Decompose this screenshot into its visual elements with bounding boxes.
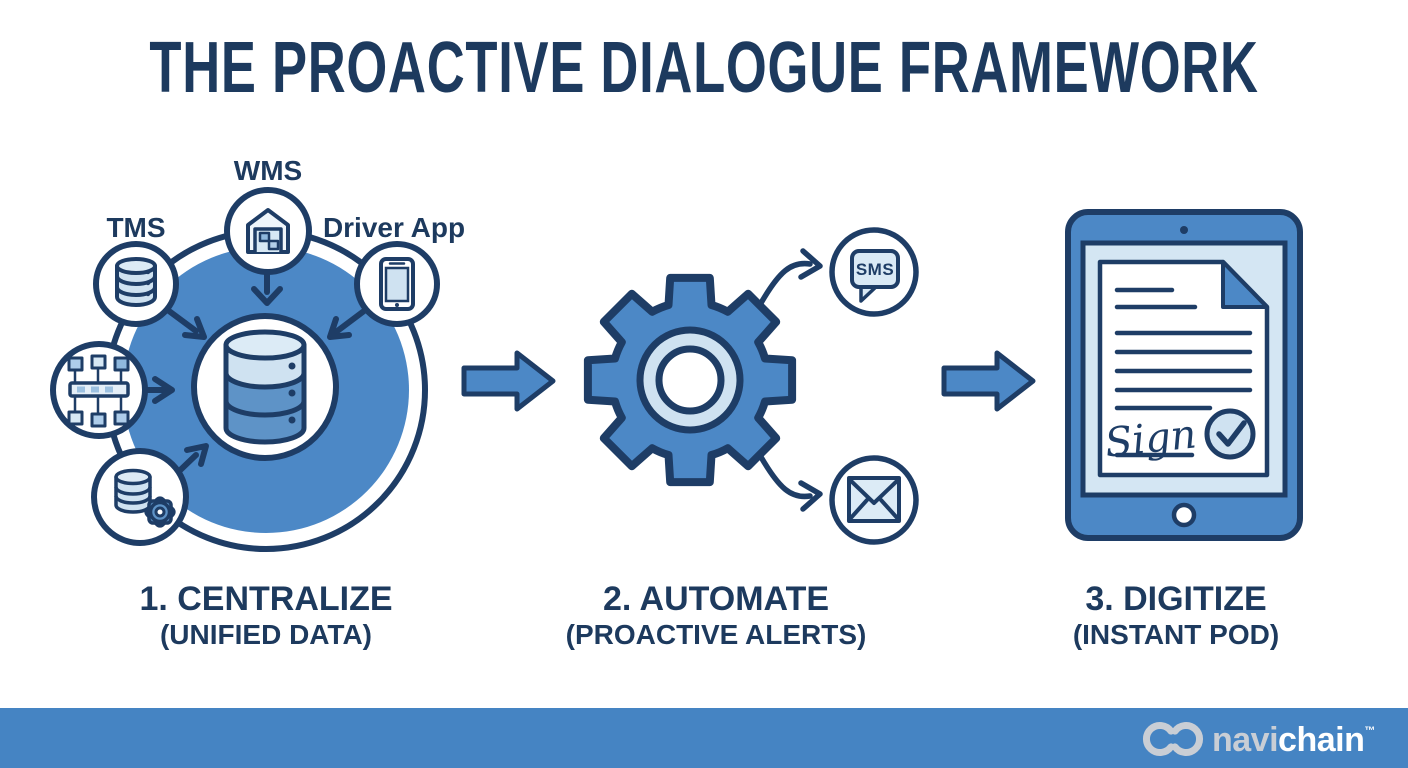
document-text-lines [1114, 287, 1253, 458]
flow-arrow-1 [461, 350, 556, 412]
wms-source: WMS [224, 155, 312, 275]
folded-corner [1221, 260, 1269, 309]
integration-source [50, 341, 148, 439]
driver-app-arrow-head [327, 316, 352, 340]
tablet-home-button [1171, 502, 1197, 528]
database-sync-source [91, 448, 189, 546]
central-database-icon [223, 329, 307, 445]
sms-message-icon: SMS [829, 227, 919, 317]
step1-sublabel: (UNIFIED DATA) [160, 619, 372, 650]
driver-app-phone-icon [379, 257, 415, 311]
step2-label: 2. AUTOMATE [603, 580, 829, 618]
driver-app-source: Driver App [323, 212, 465, 327]
centralize-section: TMS WMS Driver App [50, 155, 465, 552]
alert-arrows [758, 248, 823, 512]
gear-icon [583, 273, 797, 487]
signature-text: Sign [1103, 411, 1199, 466]
checkmark-icon [1204, 408, 1256, 460]
integration-arrow-head [152, 376, 175, 404]
navichain-logo: navichain™ [1143, 721, 1375, 759]
step1-label: 1. CENTRALIZE [139, 580, 392, 618]
tms-label: TMS [106, 212, 165, 243]
driver-app-arrow [333, 308, 367, 335]
digitize-section: Sign [1065, 209, 1303, 541]
step3-sublabel: (INSTANT POD) [1073, 619, 1279, 650]
brand-wordmark: navichain™ [1212, 721, 1375, 759]
step2-sublabel: (PROACTIVE ALERTS) [566, 619, 867, 650]
signed-document-icon: Sign [1097, 259, 1270, 478]
brand-navi: navi [1212, 721, 1278, 759]
email-arrow-head [798, 480, 823, 512]
brand-trademark: ™ [1364, 725, 1375, 737]
tms-arrow-head [182, 316, 207, 340]
step3-label: 3. DIGITIZE [1085, 580, 1266, 618]
tablet-camera-dot [1180, 226, 1188, 234]
email-curve-arrow [758, 454, 813, 500]
automate-section: SMS [583, 227, 919, 545]
sms-arrow-head [798, 248, 823, 280]
driver-app-label: Driver App [323, 212, 465, 243]
sms-curve-arrow [758, 260, 813, 306]
database-sync-gear-icon [114, 468, 176, 528]
step-labels: 1. CENTRALIZE (UNIFIED DATA) 2. AUTOMATE… [139, 580, 1279, 650]
database-sync-arrow-head [184, 443, 209, 467]
wms-warehouse-icon [246, 208, 290, 254]
brand-chain: chain [1278, 721, 1364, 759]
integration-nodes-icon [67, 354, 130, 428]
wms-arrow-head [251, 286, 283, 306]
mini-gear [144, 496, 176, 528]
flow-arrow-2 [941, 350, 1036, 412]
tms-source: TMS [93, 212, 179, 327]
wms-label: WMS [234, 155, 302, 186]
footer-bar: navichain™ [0, 708, 1408, 768]
email-envelope-icon [829, 455, 919, 545]
sms-badge-text: SMS [856, 260, 894, 279]
chain-links-icon [1143, 722, 1203, 756]
page-title: THE PROACTIVE DIALOGUE FRAMEWORK [149, 28, 1258, 108]
tms-database-icon [115, 257, 157, 307]
tms-arrow [166, 308, 199, 334]
footer-background [0, 708, 1408, 768]
